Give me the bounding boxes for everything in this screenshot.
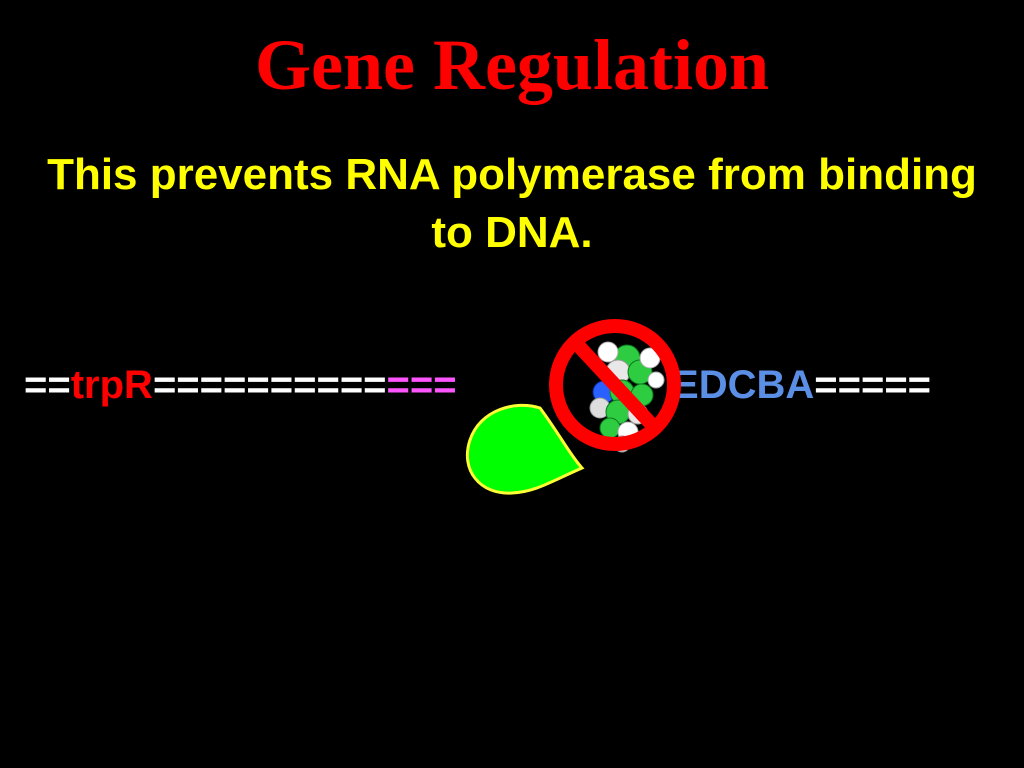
slide-subtitle: This prevents RNA polymerase from bindin… [47,150,977,257]
rna-polymerase-shape [465,403,585,495]
dna-spacer: ========== [152,363,387,407]
operon-genes-label: DCBA [698,363,815,407]
dna-left-prefix: == [24,363,71,407]
dna-strand-left: ==trpR============= [24,360,457,410]
slide-title: Gene Regulation [255,25,769,105]
dna-right-suffix: ===== [814,363,932,407]
operator-region: === [386,363,457,407]
prohibition-sign-icon [549,319,681,451]
repressor-gene-label: trpR [70,363,153,407]
